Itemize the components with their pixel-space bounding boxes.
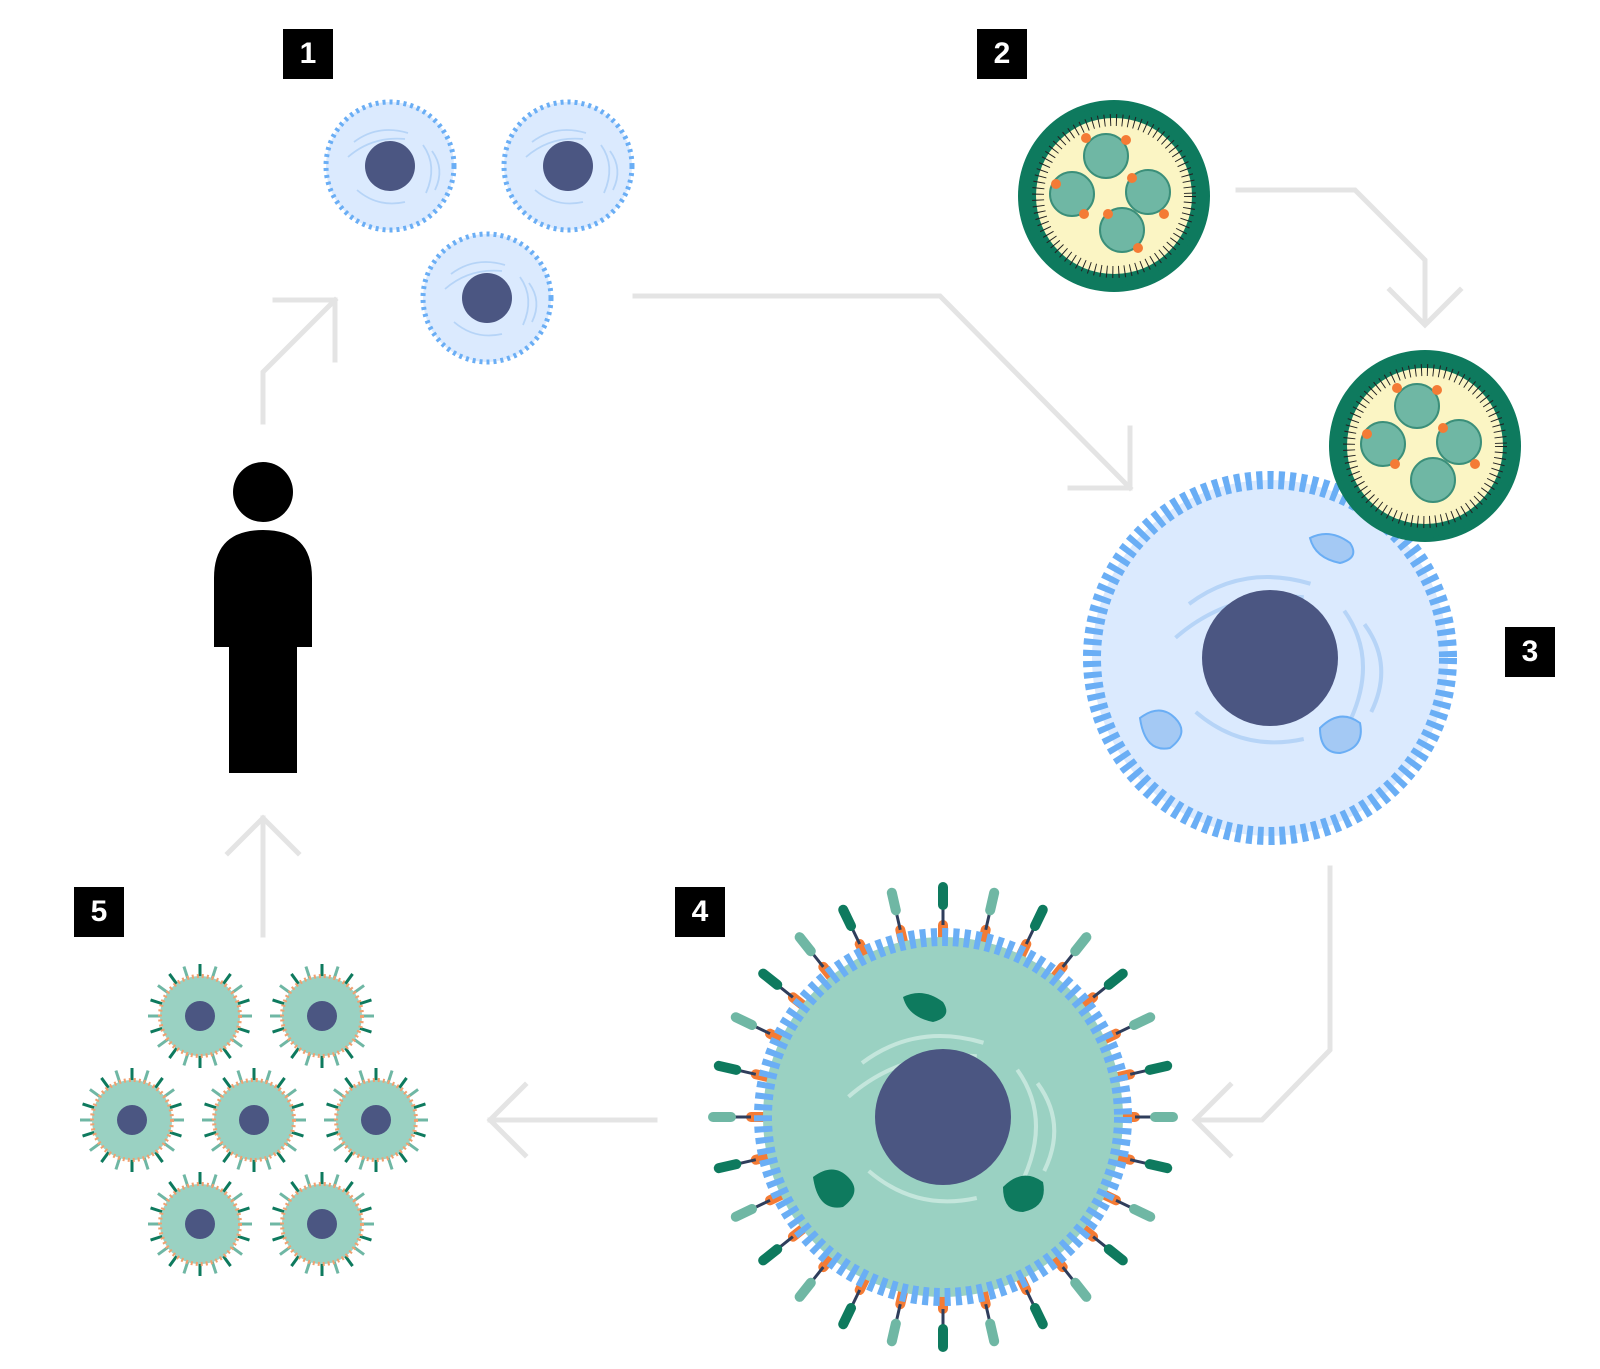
small-receptor [343, 1045, 354, 1059]
small-cell-nucleus [307, 1209, 337, 1239]
arrowhead-step3-to-step4 [1191, 1081, 1234, 1159]
step-5-badge: 5 [74, 887, 124, 937]
arrowhead-person-to-step1 [272, 297, 338, 363]
t-cell [420, 231, 554, 365]
step1-patient-t-cells [323, 99, 635, 365]
step4-car-t-cell [708, 882, 1178, 1352]
step5-expanded-car-t-cells [80, 964, 428, 1276]
small-receptor [100, 1149, 111, 1163]
t-cell [501, 99, 635, 233]
arrow-step2-to-step3 [1235, 187, 1428, 325]
small-receptor [343, 1181, 354, 1195]
small-cell-nucleus [239, 1105, 269, 1135]
small-cell-nucleus [117, 1105, 147, 1135]
expanded-car-t-cell [148, 964, 252, 1068]
small-receptor [290, 973, 301, 987]
small-receptor [221, 1181, 232, 1195]
small-receptor [204, 1130, 219, 1138]
arrow-person-to-step1 [260, 296, 339, 425]
small-receptor [290, 1253, 301, 1267]
small-receptor [153, 1149, 164, 1163]
arrowhead-step1-to-step3 [1067, 425, 1133, 491]
small-receptor [235, 1206, 250, 1214]
arrowhead-step5-to-person [224, 814, 302, 857]
small-receptor [357, 998, 372, 1006]
small-receptor [289, 1102, 304, 1110]
small-receptor [290, 1045, 301, 1059]
small-receptor [411, 1130, 426, 1138]
small-receptor [290, 1181, 301, 1195]
small-receptor [235, 1026, 250, 1034]
small-receptor [222, 1149, 233, 1163]
small-receptor [204, 1102, 219, 1110]
step3-cell-transfection [1083, 350, 1521, 845]
small-cell-nucleus [307, 1001, 337, 1031]
small-receptor [357, 1026, 372, 1034]
small-receptor [150, 1026, 165, 1034]
small-receptor [168, 973, 179, 987]
small-receptor [150, 1234, 165, 1242]
small-receptor [167, 1102, 182, 1110]
expanded-car-t-cell [324, 1068, 428, 1172]
expanded-car-t-cell [80, 1068, 184, 1172]
small-receptor [357, 1206, 372, 1214]
small-receptor [235, 998, 250, 1006]
step-3-badge: 3 [1505, 627, 1555, 677]
small-receptor [275, 1077, 286, 1091]
small-receptor [221, 1045, 232, 1059]
expanded-car-t-cell [270, 964, 374, 1068]
expanded-car-t-cell [270, 1172, 374, 1276]
small-receptor [275, 1149, 286, 1163]
small-cell-nucleus [361, 1105, 391, 1135]
expanded-car-t-cell [202, 1068, 306, 1172]
flow-arrows [224, 187, 1464, 1159]
small-receptor [82, 1130, 97, 1138]
arrow-step3-to-step4 [1197, 865, 1333, 1123]
small-receptor [222, 1077, 233, 1091]
small-receptor [344, 1077, 355, 1091]
small-receptor [344, 1149, 355, 1163]
small-receptor [82, 1102, 97, 1110]
small-receptor [272, 1234, 287, 1242]
small-receptor [168, 1253, 179, 1267]
small-receptor [272, 1206, 287, 1214]
small-receptor [150, 1206, 165, 1214]
small-receptor [272, 998, 287, 1006]
step-2-badge: 2 [977, 29, 1027, 79]
small-receptor [397, 1077, 408, 1091]
small-receptor [397, 1149, 408, 1163]
arrow-step1-to-step3 [632, 293, 1134, 492]
small-receptor [326, 1130, 341, 1138]
small-receptor [235, 1234, 250, 1242]
patient-person-icon [214, 462, 312, 773]
small-receptor [167, 1130, 182, 1138]
small-receptor [168, 1181, 179, 1195]
step-1-badge: 1 [283, 29, 333, 79]
arrowhead-step4-to-step5 [486, 1081, 529, 1159]
small-receptor [326, 1102, 341, 1110]
small-receptor [272, 1026, 287, 1034]
small-receptor [153, 1077, 164, 1091]
small-receptor [221, 1253, 232, 1267]
t-cell [323, 99, 457, 233]
small-receptor [411, 1102, 426, 1110]
small-receptor [357, 1234, 372, 1242]
small-receptor [343, 1253, 354, 1267]
step2-lipid-nanoparticle [1018, 100, 1210, 292]
small-receptor [100, 1077, 111, 1091]
small-cell-nucleus [185, 1209, 215, 1239]
step-4-badge: 4 [675, 887, 725, 937]
small-receptor [168, 1045, 179, 1059]
small-cell-nucleus [185, 1001, 215, 1031]
small-receptor [289, 1130, 304, 1138]
small-receptor [343, 973, 354, 987]
small-receptor [150, 998, 165, 1006]
arrowhead-step2-to-step3 [1386, 286, 1464, 329]
small-receptor [221, 973, 232, 987]
expanded-car-t-cell [148, 1172, 252, 1276]
